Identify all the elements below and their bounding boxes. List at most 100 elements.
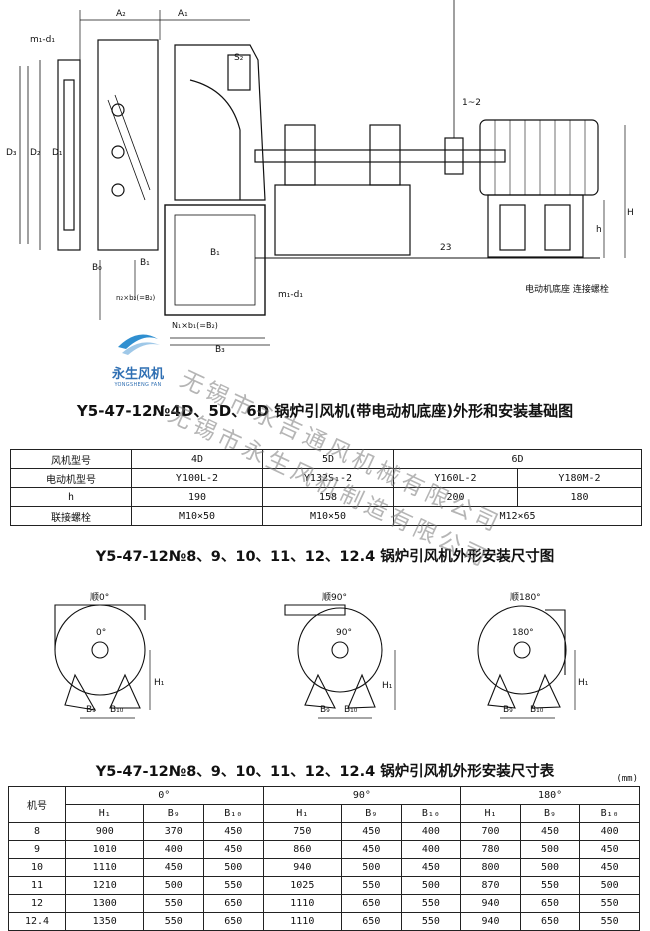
table-cell: Y180M-2 xyxy=(517,468,642,488)
dim-s2: S₂ xyxy=(234,53,244,63)
table-cell: 450 xyxy=(341,840,402,859)
dim-m1d1-low: m₁-d₁ xyxy=(278,290,303,300)
dim-d3: D₃ xyxy=(6,148,17,158)
company-logo: 永生风机 YONGSHENG FAN xyxy=(108,325,168,395)
table-cell: 650 xyxy=(519,894,581,913)
table-cell: 180 xyxy=(517,487,642,507)
table-cell: 450 xyxy=(400,858,462,877)
table-cell: 500 xyxy=(519,858,581,877)
table-cell: 10 xyxy=(8,858,66,877)
table-cell: M10×50 xyxy=(262,506,394,526)
table-cell: 450 xyxy=(203,822,264,841)
table-cell: 940 xyxy=(460,912,521,931)
table-cell: 550 xyxy=(579,894,640,913)
sub-header: B₁₀ xyxy=(400,804,462,823)
table-cell: 450 xyxy=(579,858,640,877)
table-cell: 500 xyxy=(341,858,402,877)
table-cell: 1110 xyxy=(64,858,145,877)
table-cell: 1110 xyxy=(262,912,343,931)
view90-b10: B₁₀ xyxy=(344,705,358,715)
table-cell: 650 xyxy=(341,912,402,931)
rotation-views-drawing: 顺0° 0° H₁ B₉ B₁₀ 顺90° 90° H₁ B₉ B₁₀ 顺180… xyxy=(54,592,589,719)
table-row: 联接螺栓 M10×50 M10×50 M12×65 xyxy=(10,506,642,526)
table-cell: 电动机型号 xyxy=(10,468,132,488)
table-cell: 450 xyxy=(579,840,640,859)
unit-label: (mm) xyxy=(616,774,638,784)
sub-header: H₁ xyxy=(262,804,343,823)
table-cell: 500 xyxy=(203,858,264,877)
table-cell: 550 xyxy=(143,894,205,913)
table-cell: 500 xyxy=(519,840,581,859)
views-title: Y5-47-12№8、9、10、11、12、12.4 锅炉引风机外形安装尺寸图 xyxy=(95,549,555,565)
view90-angle: 90° xyxy=(336,628,352,638)
table-cell: 1010 xyxy=(64,840,145,859)
table-cell: 900 xyxy=(64,822,145,841)
dim-h-big: H xyxy=(627,208,634,218)
view0-h1: H₁ xyxy=(154,678,165,688)
group-header: 0° xyxy=(65,786,264,805)
table-cell: 940 xyxy=(460,894,521,913)
view180-label: 顺180° xyxy=(510,592,541,603)
view180-b9: B₉ xyxy=(503,705,513,715)
view180-angle: 180° xyxy=(512,628,534,638)
view90-label: 顺90° xyxy=(322,592,347,603)
table-cell: 450 xyxy=(341,822,402,841)
view90-h1: H₁ xyxy=(382,681,393,691)
table-cell: 370 xyxy=(143,822,205,841)
sub-header: H₁ xyxy=(460,804,521,823)
dim-b1-upper: B₁ xyxy=(210,248,220,258)
view180-b10: B₁₀ xyxy=(530,705,544,715)
table-cell: 550 xyxy=(400,894,462,913)
dim-d1: D₁ xyxy=(52,148,63,158)
logo-swoosh-icon xyxy=(118,334,160,355)
dim-a2: A₂ xyxy=(116,9,126,19)
dim-b0: B₀ xyxy=(92,263,102,273)
dim-h-small: h xyxy=(596,225,602,235)
dim-n2: n₂×b₂(=B₂) xyxy=(116,294,156,302)
table-cell: 9 xyxy=(8,840,66,859)
view0-label: 顺0° xyxy=(90,592,109,603)
sub-header: B₁₀ xyxy=(203,804,264,823)
table-cell: 550 xyxy=(400,912,462,931)
table-cell: 风机型号 xyxy=(10,449,132,469)
table-title: Y5-47-12№8、9、10、11、12、12.4 锅炉引风机外形安装尺寸表 xyxy=(95,764,555,780)
table-cell: 11 xyxy=(8,876,66,895)
view0-b10: B₁₀ xyxy=(110,705,124,715)
table-cell: 12 xyxy=(8,894,66,913)
table-cell: h xyxy=(10,487,132,507)
dim-b1-left: B₁ xyxy=(140,258,150,268)
table-row: 电动机型号 Y100L-2 Y132S₁-2 Y160L-2 Y180M-2 xyxy=(10,468,642,488)
table-cell: 1210 xyxy=(64,876,145,895)
view0-angle: 0° xyxy=(96,628,106,638)
table-cell: 500 xyxy=(400,876,462,895)
sub-header: B₉ xyxy=(143,804,205,823)
table-cell: 400 xyxy=(400,822,462,841)
table-row: h 190 158 200 180 xyxy=(10,487,642,507)
table-cell: 450 xyxy=(143,858,205,877)
table-cell: 1300 xyxy=(64,894,145,913)
table-cell: 500 xyxy=(579,876,640,895)
dim-a1: A₁ xyxy=(178,9,188,19)
table-row: 风机型号 4D 5D 6D xyxy=(10,449,642,469)
dim-23: 23 xyxy=(440,243,451,253)
table-cell: Y100L-2 xyxy=(131,468,263,488)
table-cell: 650 xyxy=(203,912,264,931)
logo-name: 永生风机 xyxy=(111,367,164,382)
table-cell: M12×65 xyxy=(393,506,642,526)
model-spec-table: 风机型号 4D 5D 6D 电动机型号 Y100L-2 Y132S₁-2 Y16… xyxy=(10,449,642,526)
table-cell: 联接螺栓 xyxy=(10,506,132,526)
table-cell: 6D xyxy=(393,449,642,469)
table-cell: M10×50 xyxy=(131,506,263,526)
logo-subtitle: YONGSHENG FAN xyxy=(114,382,162,388)
table-cell: 450 xyxy=(519,822,581,841)
group-header: 180° xyxy=(460,786,640,805)
motor-base-label: 电动机底座 连接螺栓 xyxy=(525,283,609,295)
table-cell: 550 xyxy=(519,876,581,895)
view180-h1: H₁ xyxy=(578,678,589,688)
table-cell: 450 xyxy=(203,840,264,859)
table-cell: 550 xyxy=(203,876,264,895)
install-dimension-table: 机号 0° 90° 180° H₁ B₉ B₁₀ H₁ B₉ B₁₀ H₁ B₉… xyxy=(8,786,640,931)
